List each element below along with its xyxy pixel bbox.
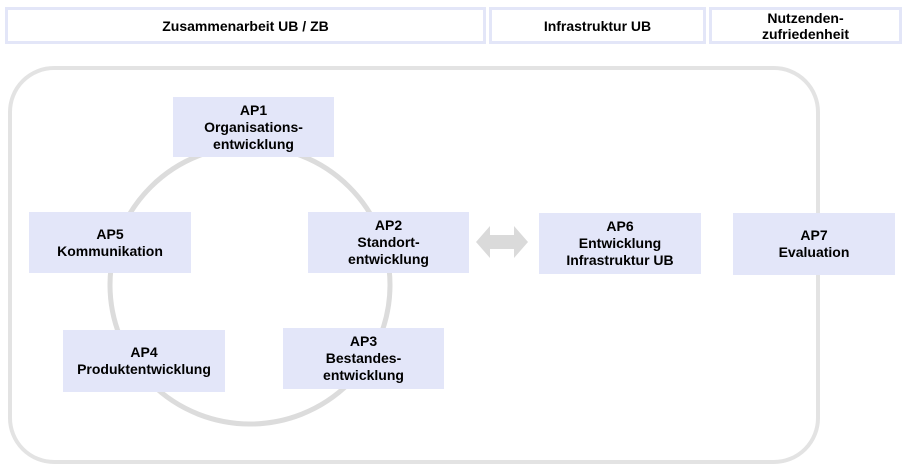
- box-ap2: AP2 Standort- entwicklung: [308, 212, 469, 273]
- header-zusammenarbeit: Zusammenarbeit UB / ZB: [5, 7, 486, 44]
- box-ap1: AP1 Organisations- entwicklung: [173, 97, 334, 157]
- box-ap4: AP4 Produktentwicklung: [63, 330, 225, 392]
- header-infrastruktur: Infrastruktur UB: [489, 7, 706, 44]
- box-ap3: AP3 Bestandes- entwicklung: [283, 328, 444, 389]
- header-nutzendenzufriedenheit: Nutzenden- zufriedenheit: [709, 7, 902, 44]
- box-ap7: AP7 Evaluation: [733, 213, 895, 275]
- double-arrow: [476, 226, 528, 258]
- box-ap6: AP6 Entwicklung Infrastruktur UB: [539, 213, 701, 274]
- box-ap5: AP5 Kommunikation: [29, 212, 191, 273]
